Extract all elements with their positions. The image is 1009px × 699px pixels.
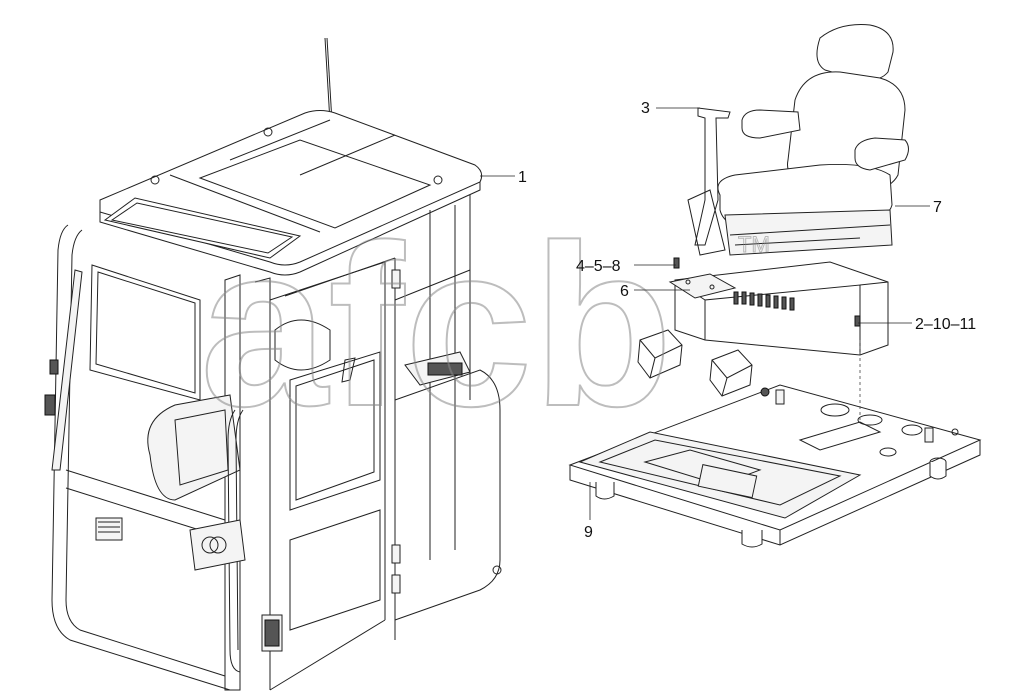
operator-seat (637, 24, 909, 397)
control-lever (694, 107, 731, 246)
skylight (103, 197, 302, 259)
pedal-right (709, 349, 753, 397)
cab-assembly (44, 37, 502, 691)
antenna (324, 37, 331, 123)
watermark-text: afcb (200, 197, 673, 454)
watermark: afcb TM (199, 196, 770, 455)
callout-9: 9 (584, 524, 593, 541)
callout-2-10-11: 2–10–11 (915, 316, 976, 333)
callout-4-5-8: 4–5–8 (576, 258, 621, 275)
pedal-left (637, 329, 683, 379)
callout-6: 6 (620, 283, 629, 300)
seat-armrest-right (854, 137, 909, 171)
callout-1: 1 (518, 169, 527, 186)
seat-headrest (816, 24, 894, 81)
seat-suspension (724, 209, 893, 256)
console-vent-slots (733, 291, 795, 311)
mounting-plate (668, 273, 737, 299)
wiper-arm (51, 269, 83, 471)
callouts: 1 3 7 4–5–8 6 2–10–11 9 (480, 100, 976, 541)
callout-3: 3 (641, 100, 650, 117)
seat-armrest-left (741, 109, 801, 139)
floor-plate (568, 384, 982, 548)
callout-7: 7 (933, 199, 942, 216)
watermark-tm: TM (738, 232, 770, 257)
